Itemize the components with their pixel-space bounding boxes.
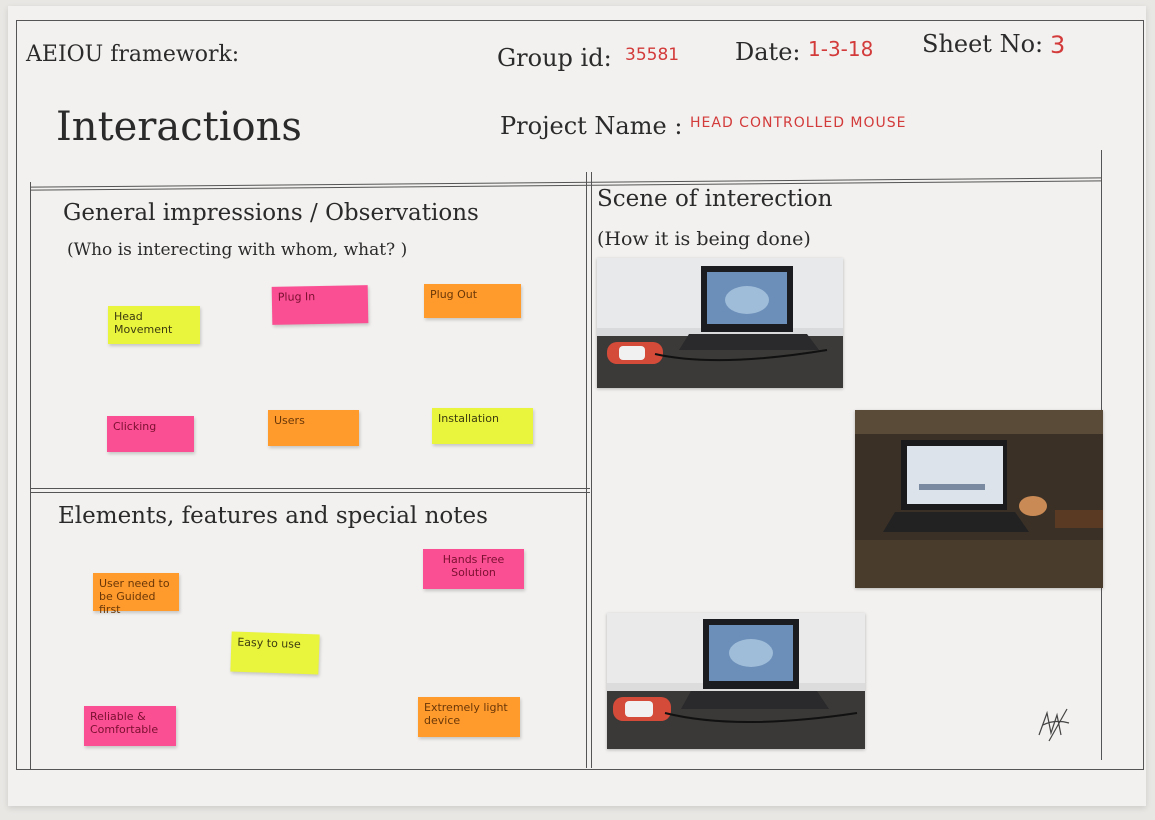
sticky-note: Plug Out (424, 284, 521, 318)
sheet-no-label: Sheet No: (922, 30, 1044, 58)
group-id-label: Group id: (497, 44, 612, 72)
sticky-note: Hands Free Solution (423, 549, 524, 589)
framework-label: AEIOU framework: (26, 42, 240, 67)
project-name-value: HEAD CONTROLLED MOUSE (690, 115, 907, 131)
interaction-photo (855, 410, 1103, 588)
column-divider-double (591, 172, 592, 768)
date-value: 1-3-18 (808, 37, 874, 61)
column-divider (586, 172, 587, 768)
left-inner-border (30, 182, 31, 770)
sticky-note: Clicking (107, 416, 194, 452)
scene-section-subtitle: (How it is being done) (597, 228, 811, 250)
project-name-label: Project Name : (500, 112, 683, 140)
poster-sheet (8, 6, 1146, 806)
sticky-note: Easy to use (230, 631, 320, 675)
interaction-photo (607, 613, 865, 749)
signature-mark (1035, 705, 1075, 749)
sticky-note: Head Movement (108, 306, 200, 344)
sticky-note: Plug In (271, 285, 369, 325)
sticky-note: Extremely light device (418, 697, 520, 737)
date-label: Date: (735, 38, 801, 66)
interaction-photo (597, 258, 843, 388)
poster-frame (16, 20, 1144, 770)
group-id-value: 35581 (625, 45, 680, 65)
general-section-title: General impressions / Observations (63, 200, 479, 226)
section-divider (30, 488, 590, 489)
sticky-note: Installation (432, 408, 533, 444)
section-divider-double (30, 492, 590, 493)
sticky-note: Reliable & Comfortable (84, 706, 176, 746)
sheet-no-value: 3 (1050, 31, 1066, 59)
sticky-note: User need to be Guided first (93, 573, 179, 616)
page-title: Interactions (56, 104, 302, 150)
scene-section-title: Scene of interection (597, 186, 833, 212)
elements-section-title: Elements, features and special notes (58, 503, 488, 529)
sticky-note: Users (268, 410, 359, 446)
general-section-subtitle: (Who is interecting with whom, what? ) (67, 240, 408, 260)
